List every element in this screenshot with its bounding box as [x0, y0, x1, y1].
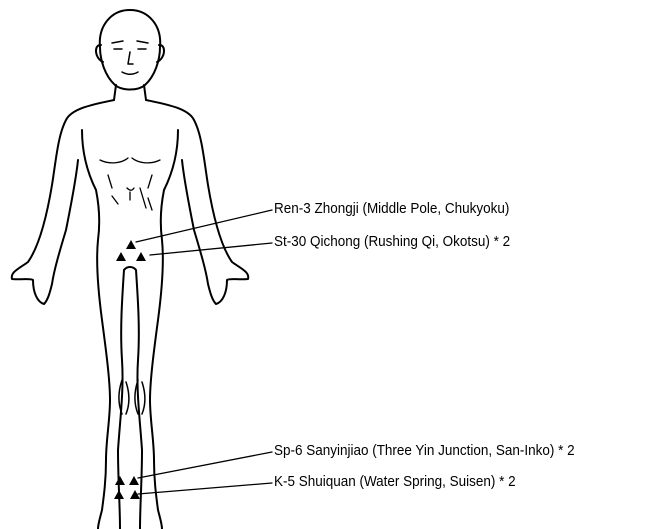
label-st30: St-30 Qichong (Rushing Qi, Okotsu) * 2: [274, 234, 510, 250]
label-sp6: Sp-6 Sanyinjiao (Three Yin Junction, San…: [274, 443, 575, 459]
face-features: [112, 41, 148, 74]
leader-ren3: [136, 210, 272, 242]
marker-ren3: [126, 240, 136, 249]
right-body-outline: [146, 100, 248, 529]
marker-k5-left: [114, 490, 124, 499]
marker-st30-left: [116, 252, 126, 261]
torso-details: [100, 158, 160, 210]
head-outline: [100, 10, 160, 90]
label-ren3: Ren-3 Zhongji (Middle Pole, Chukyoku): [274, 201, 509, 217]
inner-legs: [118, 267, 142, 529]
leader-sp6: [138, 452, 272, 478]
marker-sp6-right: [129, 476, 139, 485]
leader-st30: [150, 243, 272, 255]
marker-sp6-left: [115, 476, 125, 485]
label-k5: K-5 Shuiquan (Water Spring, Suisen) * 2: [274, 474, 516, 490]
marker-st30-right: [136, 252, 146, 261]
left-body-outline: [12, 100, 114, 529]
leader-k5: [138, 483, 272, 494]
